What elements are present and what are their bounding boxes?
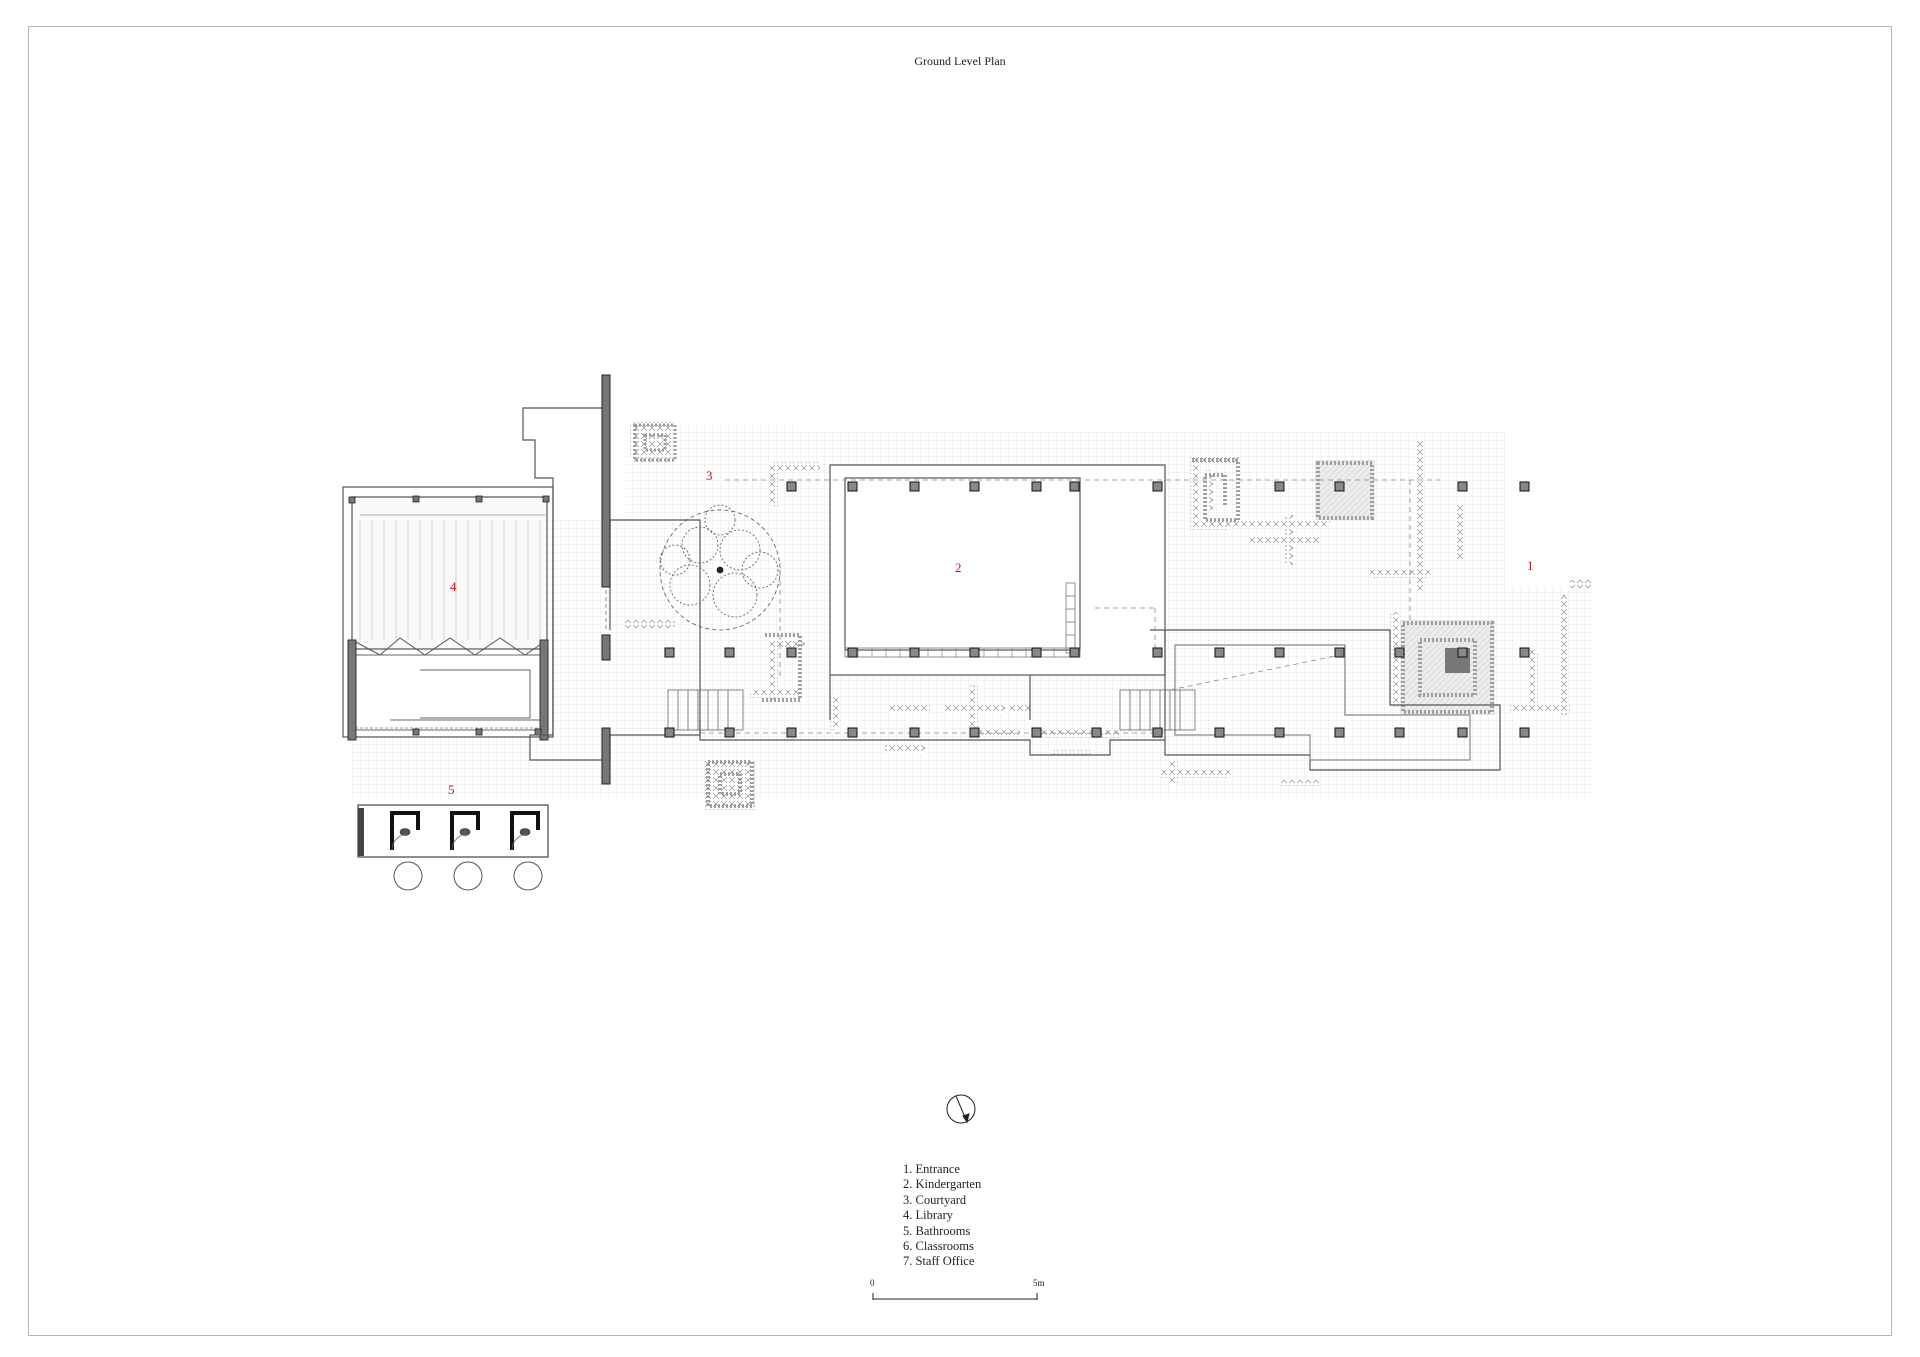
legend: 1. Entrance 2. Kindergarten 3. Courtyard…: [903, 1162, 981, 1270]
bathroom-stalls: [390, 811, 540, 850]
legend-item: 3. Courtyard: [903, 1192, 967, 1207]
library-building: [342, 486, 554, 738]
room-label-library: 4: [450, 579, 457, 594]
stair-east: [1119, 689, 1196, 731]
drawing-frame: [28, 26, 1892, 1336]
library-columns: [348, 495, 550, 736]
room-label-entrance: 1: [1527, 558, 1534, 573]
columns: [664, 481, 1530, 738]
legend-item: 7. Staff Office: [903, 1254, 975, 1269]
kindergarten-building: [829, 464, 1166, 676]
bathroom-tanks: [393, 861, 543, 891]
library-west-wall: [347, 639, 357, 741]
library-zigzag-wall: [351, 637, 548, 656]
north-arrow-icon: [946, 1094, 976, 1124]
scale-bar: [872, 1293, 1038, 1300]
scale-start-label: 0: [870, 1278, 875, 1288]
beam-lines: [700, 479, 1440, 734]
room-label-bathrooms: 5: [448, 782, 455, 797]
library-stair-lines: [359, 520, 541, 640]
drawing-title: Ground Level Plan: [914, 54, 1006, 68]
tree-icon: [659, 504, 781, 631]
scale-end-label: 5m: [1033, 1278, 1045, 1288]
spine-wall: [601, 374, 611, 588]
meander-motif-lower: [706, 633, 802, 808]
spine-pier-south: [601, 727, 611, 785]
legend-item: 1. Entrance: [903, 1162, 960, 1176]
paving-motifs: [625, 422, 1592, 810]
legend-item: 6. Classrooms: [903, 1239, 974, 1254]
stair-west: [667, 689, 744, 731]
bathroom-doors: [391, 833, 529, 851]
meander-motif: [1192, 458, 1494, 714]
veranda-outline: [699, 629, 1166, 756]
kindergarten-bench-south: [844, 647, 1081, 658]
courtyard-motif: [633, 423, 677, 462]
room-label-courtyard: 3: [706, 468, 713, 483]
library-lower-room: [354, 654, 541, 731]
bathroom-wall-west: [358, 808, 364, 856]
room-label-kindergarten: 2: [955, 560, 962, 575]
legend-item: 2. Kindergarten: [903, 1177, 982, 1192]
legend-item: 4. Library: [903, 1208, 953, 1223]
legend-item: 5. Bathrooms: [903, 1223, 971, 1238]
library-east-wall: [539, 639, 549, 741]
spine-pier: [601, 634, 611, 661]
